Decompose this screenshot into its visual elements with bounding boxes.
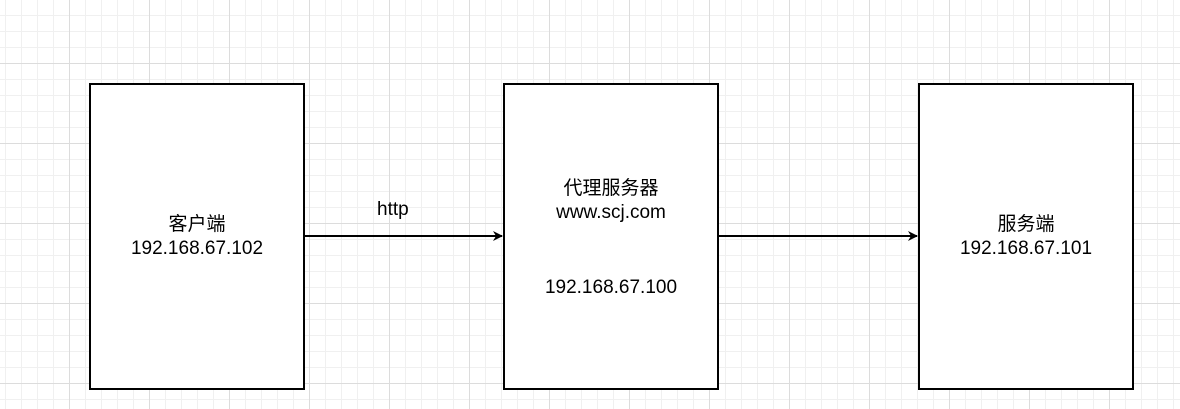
proxy-domain: www.scj.com [556,202,666,223]
server-node[interactable]: 服务端 192.168.67.101 [918,83,1134,390]
client-node[interactable]: 客户端 192.168.67.102 [89,83,305,390]
server-ip: 192.168.67.101 [959,238,1093,259]
proxy-server-node[interactable]: 代理服务器 www.scj.com 192.168.67.100 [503,83,719,390]
server-name: 服务端 [997,214,1055,235]
client-ip: 192.168.67.102 [130,238,264,259]
edge-label-http: http [377,199,409,220]
client-name: 客户端 [168,214,226,235]
proxy-name: 代理服务器 [563,178,659,199]
proxy-ip: 192.168.67.100 [544,277,678,298]
